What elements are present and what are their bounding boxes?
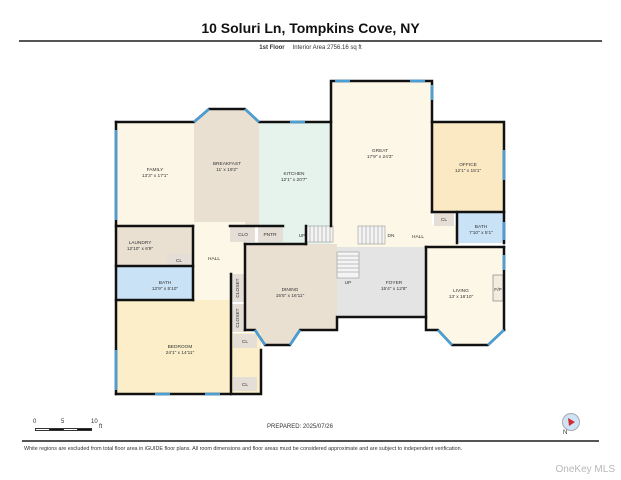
office-dims: 12'1" x 15'1" [455,168,482,174]
room-labels: FAMILY 13'3" x 17'1" BREAKFAST 11' x 19'… [127,148,502,388]
laundry-dims: 12'10" x 6'9" [127,246,154,252]
office-name: OFFICE [459,162,477,168]
family-dims: 13'3" x 17'1" [142,173,169,179]
scale-segment [77,428,92,431]
bath-left-name: BATH [159,280,172,286]
laundry-name: LAUNDRY [129,240,153,246]
closet-bed-1 [233,334,257,348]
room-fills [116,81,504,394]
bath-upper-dims: 7'10" x 5'1" [469,230,493,236]
hall-left-label: HALL [208,256,220,262]
watermark: OneKey MLS [555,464,615,475]
closet2-label: CLOSET [235,308,241,327]
dining-room [245,244,337,345]
stairs [305,225,386,279]
scale-unit: ft [99,424,103,430]
closet-office [434,213,454,226]
page-title: 10 Soluri Ln, Tompkins Cove, NY [201,20,420,36]
disclaimer: White regions are excluded from total fl… [24,446,463,452]
pntr-label: PNTR [263,232,277,238]
scale-segment [35,428,50,431]
bedroom-dims: 24'1" x 14'11" [166,350,195,356]
kitchen-name: KITCHEN [283,171,305,177]
bath-upper-name: BATH [475,224,488,230]
office-room [432,122,504,212]
great-room [331,81,432,229]
hall-right-label: HALL [412,234,424,240]
bedroom-room [116,300,231,394]
cl-bed1-label: CL [242,339,248,345]
windows [114,79,506,396]
living-dims: 13' x 16'10" [449,294,474,300]
scale-segment [63,428,78,431]
scale-segment [49,428,64,431]
up-kitchen-label: UP [299,233,306,239]
closet-clo [230,226,255,242]
foyer-name: FOYER [386,280,403,286]
floor-info: 1st Floor Interior Area 2756.16 sq ft [0,45,621,51]
bedroom-name: BEDROOM [168,344,193,350]
dining-dims: 15'5" x 16'11" [276,293,305,299]
breakfast-room [194,109,259,226]
prepared-date: PREPARED: 2025/07/26 [267,424,333,430]
compass-icon [562,413,580,431]
bath-left [116,266,193,300]
cl-laundry-label: CL [176,258,182,264]
fireplace-label: F/P [494,287,501,293]
family-name: FAMILY [147,167,165,173]
header-divider [19,40,602,42]
bath-upper [457,213,504,243]
breakfast-name: BREAKFAST [213,161,241,167]
scale-tick-10: 10 [91,419,98,425]
closet1-label: CLOSET [235,278,241,297]
living-room [426,247,504,345]
great-dims: 17'9" x 24'3" [367,154,394,160]
kitchen-dims: 12'1" x 20'7" [281,177,308,183]
bath-left-dims: 12'9" x 5'10" [152,286,179,292]
floor-label: 1st Floor [259,45,285,51]
scale-tick-0: 0 [33,419,37,425]
family-room [116,122,194,226]
living-name: LIVING [453,288,469,294]
dining-name: DINING [282,287,299,293]
scale-tick-5: 5 [61,419,65,425]
closet-hall-2 [231,304,244,332]
great-name: GREAT [372,148,388,154]
closet-hall-1 [231,274,244,302]
up-foyer-label: UP [345,280,352,286]
cl-office-label: CL [441,217,447,223]
clo-label: CLO [238,232,248,238]
closet-laundry [167,254,192,266]
dn-label: DN [388,233,395,239]
foyer-dims: 15'4" x 12'8" [381,286,408,292]
compass-north-label: N [563,430,568,436]
interior-area: Interior Area 2756.16 sq ft [292,45,362,51]
closet-pntr [258,226,283,242]
closet-bed-2 [233,377,257,391]
cl-bed2-label: CL [242,382,248,388]
footer-divider [22,440,599,442]
breakfast-dims: 11' x 19'2" [216,167,238,173]
kitchen-room [259,122,331,244]
compass-arrow-icon [568,418,575,426]
